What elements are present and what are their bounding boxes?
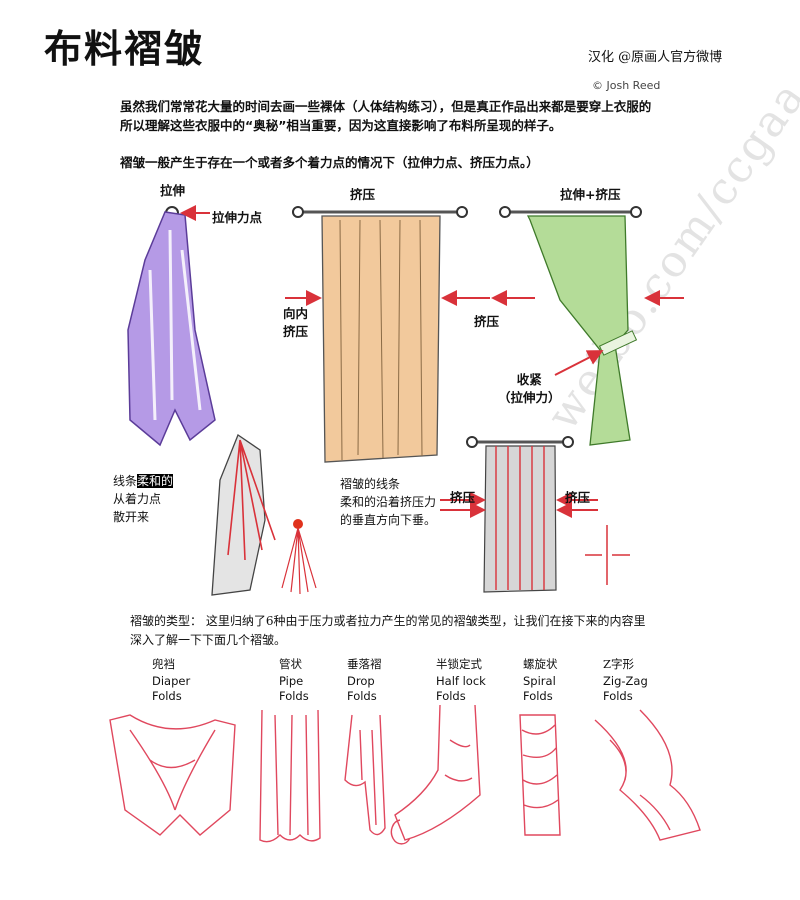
fold-en: Spiral xyxy=(523,674,556,688)
intro-line: 所以理解这些衣服中的“奥秘”相当重要，因为这直接影响了布料所呈现的样子。 xyxy=(120,118,562,133)
intro-line: 虽然我们常常花大量的时间去画一些裸体（人体结构练习），但是真正作品出来都是要穿上… xyxy=(120,99,652,114)
fold-type-sketches xyxy=(109,704,701,845)
drop-fold-sketch xyxy=(344,714,386,836)
pipe-fold-sketch xyxy=(259,709,321,843)
grey-compress-left: 挤压 xyxy=(450,490,476,505)
copyright: © Josh Reed xyxy=(592,79,661,92)
intro-line: 深入了解一下下面几个褶皱。 xyxy=(130,633,287,647)
stretch-heading: 拉伸 xyxy=(160,183,186,198)
fold-types-intro: 褶皱的类型： 这里归纳了6种由于压力或者拉力产生的常见的褶皱类型，让我们在接下来… xyxy=(130,612,645,650)
fold-en: Diaper xyxy=(152,674,191,688)
zigzag-fold-sketch xyxy=(594,709,701,841)
fold-cn: 兜裆 xyxy=(152,657,175,671)
label-line: 收紧 xyxy=(516,372,542,387)
orange-curtain-sketch xyxy=(292,206,468,463)
note-text: 褶皱的线条 xyxy=(340,477,401,491)
lead-text: 褶皱一般产生于存在一个或者多个着力点的情况下（拉伸力点、挤压力点。） xyxy=(120,155,539,170)
note-middle: 褶皱的线条 柔和的沿着挤压力 的垂直方向下垂。 xyxy=(340,475,436,529)
inward-compress-label: 向内 挤压 xyxy=(283,305,308,341)
tighten-label: 收紧 （拉伸力） xyxy=(498,371,561,407)
compress-label: 挤压 xyxy=(474,314,500,329)
fold-type-zigzag: Z字形 Zig-Zag Folds xyxy=(603,657,648,704)
stretch-compress-heading: 拉伸+挤压 xyxy=(560,187,621,202)
fold-en: Pipe xyxy=(279,674,304,688)
note-text: 散开来 xyxy=(113,510,150,524)
intro-text: 虽然我们常常花大量的时间去画一些裸体（人体结构练习），但是真正作品出来都是要穿上… xyxy=(120,97,651,135)
purple-towel-sketch xyxy=(127,206,216,447)
note-left: 线条柔和的 从着力点 散开来 xyxy=(113,472,174,526)
fold-type-pipe: 管状 Pipe Folds xyxy=(279,657,309,704)
page-title: 布料褶皱 xyxy=(44,27,205,71)
fold-cn: Z字形 xyxy=(603,657,634,671)
fold-type-half-lock: 半锁定式 Half lock Folds xyxy=(436,657,486,704)
white-towel-sketch xyxy=(211,434,317,596)
label-line: 挤压 xyxy=(283,324,309,339)
fold-cn: 管状 xyxy=(279,657,302,671)
fold-en: Folds xyxy=(152,689,182,703)
spiral-fold-sketch xyxy=(519,714,561,836)
diaper-fold-sketch xyxy=(109,714,236,836)
compress-heading: 挤压 xyxy=(350,187,376,202)
half-lock-fold-sketch xyxy=(390,704,481,845)
fold-en: Folds xyxy=(603,689,633,703)
fold-en: Folds xyxy=(436,689,466,703)
fold-type-drop: 垂落褶 Drop Folds xyxy=(347,657,382,704)
grey-curtain-sketch xyxy=(466,436,574,593)
fold-cn: 螺旋状 xyxy=(523,657,558,671)
fold-en: Folds xyxy=(279,689,309,703)
label-line: （拉伸力） xyxy=(498,390,561,405)
fold-en: Folds xyxy=(347,689,377,703)
label-line: 向内 xyxy=(283,306,309,321)
fold-cn: 半锁定式 xyxy=(436,657,482,671)
note-highlight: 柔和的 xyxy=(137,474,174,488)
note-text: 柔和的沿着挤压力 xyxy=(340,495,437,509)
grey-compress-right: 挤压 xyxy=(565,490,591,505)
drape-illustrations xyxy=(127,205,684,596)
translation-credit: 汉化 @原画人官方微博 xyxy=(588,50,723,65)
fold-type-diaper: 兜裆 Diaper Folds xyxy=(152,657,190,704)
fold-cn: 垂落褶 xyxy=(347,657,382,671)
note-text: 从着力点 xyxy=(113,492,162,506)
fold-en: Half lock xyxy=(436,674,486,688)
note-text: 的垂直方向下垂。 xyxy=(340,513,437,527)
note-text: 线条 xyxy=(113,474,138,488)
fold-en: Drop xyxy=(347,674,375,688)
stretch-point-label: 拉伸力点 xyxy=(212,210,263,225)
fold-en: Zig-Zag xyxy=(603,674,648,688)
green-curtain-sketch xyxy=(499,206,642,446)
intro-line: 褶皱的类型： 这里归纳了6种由于压力或者拉力产生的常见的褶皱类型，让我们在接下来… xyxy=(130,614,646,628)
fold-type-spiral: 螺旋状 Spiral Folds xyxy=(523,657,558,704)
fold-en: Folds xyxy=(523,689,553,703)
